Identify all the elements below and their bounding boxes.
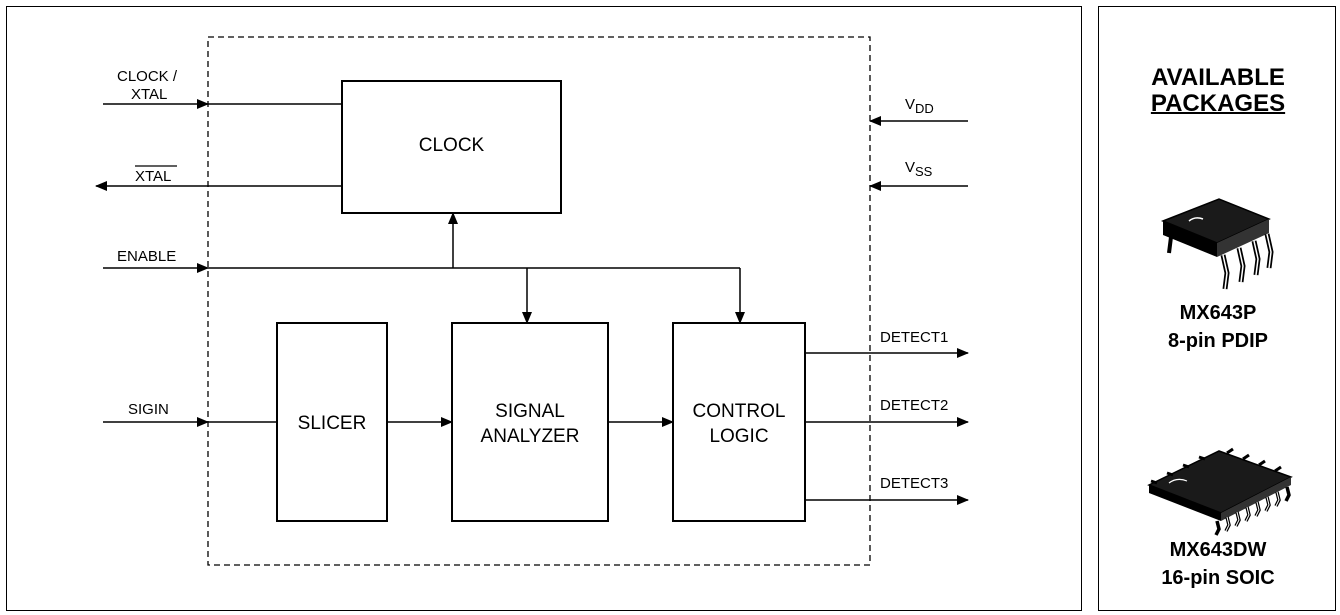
packages-title-line-1: AVAILABLE <box>1151 64 1285 91</box>
pdip-chip-icon <box>1160 198 1274 290</box>
package-part-name: MX643DW <box>1169 539 1267 561</box>
clock-xtal-label-2: XTAL <box>131 86 167 103</box>
block-diagram-panel <box>6 6 1082 611</box>
package-item-soic: MX643DW 16-pin SOIC <box>1099 536 1337 592</box>
vdd-label: VDD <box>905 96 934 116</box>
package-illustrations <box>1147 198 1293 536</box>
detect3-label: DETECT3 <box>880 475 948 492</box>
control-logic-label-1: CONTROL <box>693 401 786 422</box>
package-item-pdip: MX643P 8-pin PDIP <box>1099 299 1337 355</box>
xtal-bar-label: XTAL <box>135 168 171 185</box>
chip-boundary <box>207 36 871 566</box>
detect2-label: DETECT2 <box>880 397 948 414</box>
detect1-label: DETECT1 <box>880 329 948 346</box>
sigin-label: SIGIN <box>128 401 169 418</box>
signal-analyzer-block <box>451 322 609 522</box>
slicer-label: SLICER <box>298 413 367 434</box>
packages-panel: AVAILABLE PACKAGES <box>1098 6 1336 611</box>
control-logic-block <box>672 322 806 522</box>
enable-label: ENABLE <box>117 248 176 265</box>
package-part-name: MX643P <box>1179 302 1257 324</box>
block-diagram: CLOCK SLICER SIGNAL ANALYZER CONTROL LOG… <box>95 36 969 566</box>
signal-analyzer-label-2: ANALYZER <box>481 426 580 447</box>
packages-title-line-2: PACKAGES <box>1150 90 1286 117</box>
package-type: 8-pin PDIP <box>1167 330 1268 352</box>
package-type: 16-pin SOIC <box>1161 567 1275 589</box>
control-logic-label-2: LOGIC <box>709 426 768 447</box>
clock-label: CLOCK <box>419 135 485 156</box>
vss-label: VSS <box>905 159 933 179</box>
signal-analyzer-label-1: SIGNAL <box>495 401 565 422</box>
clock-xtal-label-1: CLOCK / <box>117 68 178 85</box>
packages-title: AVAILABLE PACKAGES <box>1099 65 1337 117</box>
soic-chip-icon <box>1147 447 1293 536</box>
